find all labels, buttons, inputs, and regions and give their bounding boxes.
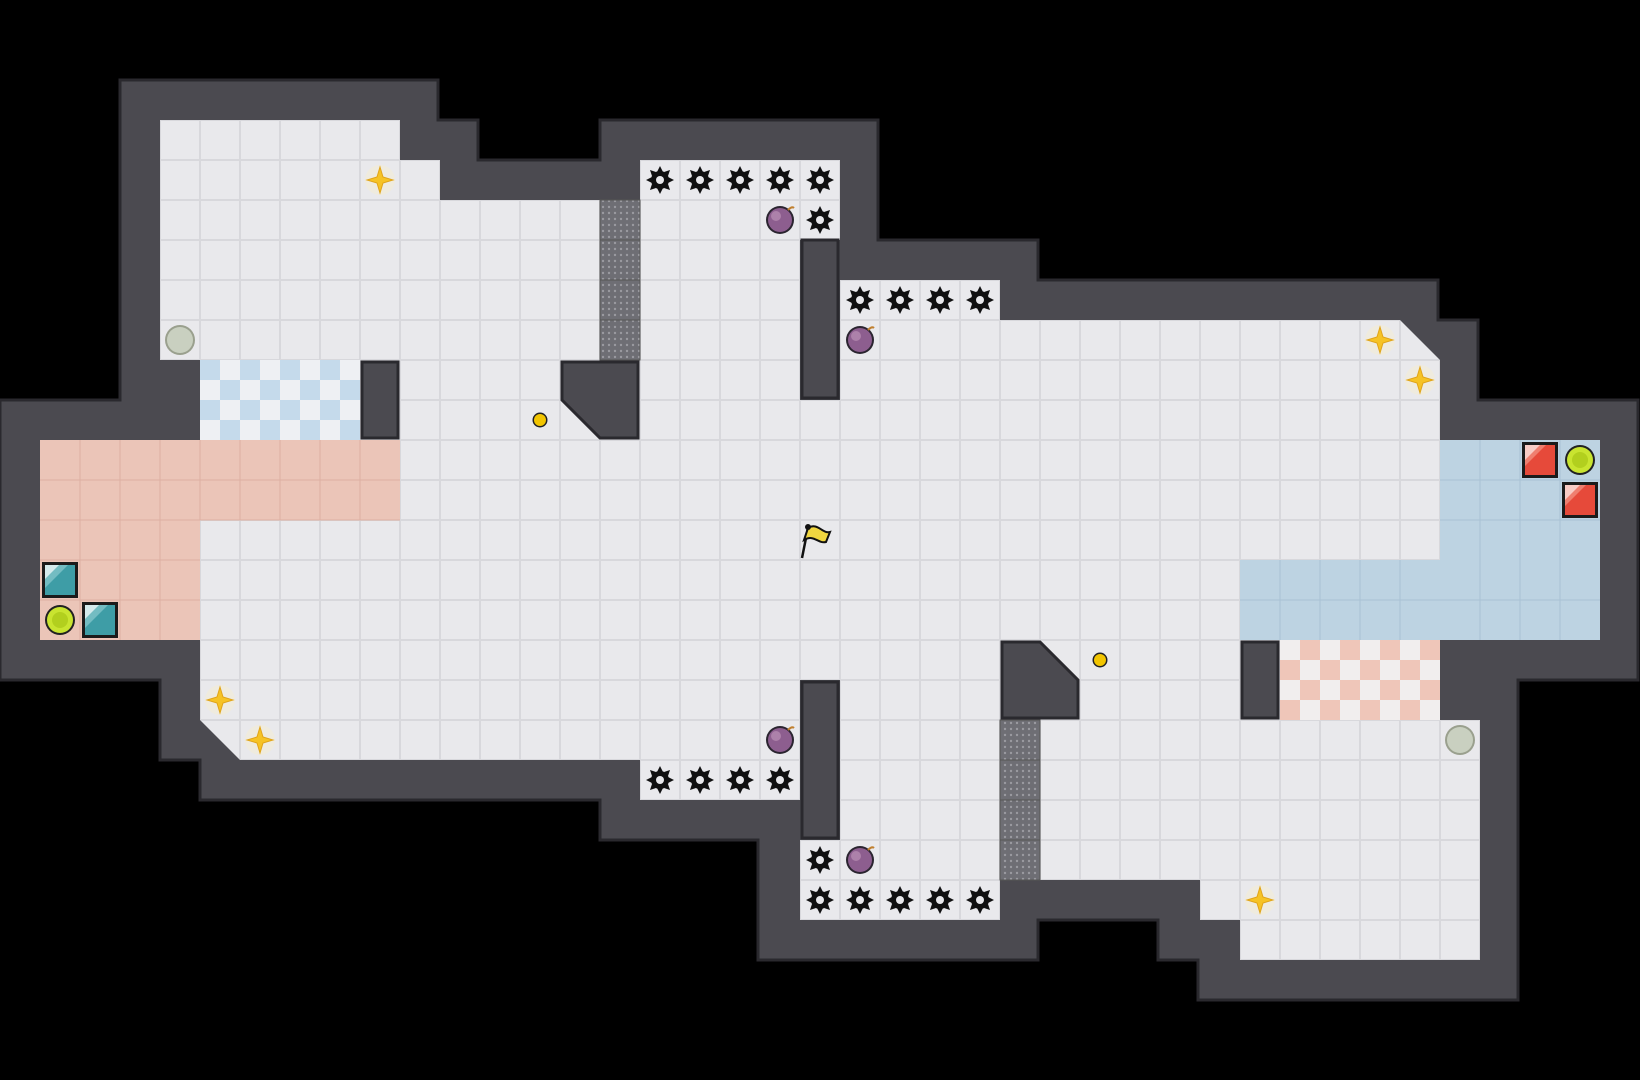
grates	[599, 199, 1041, 881]
flag-icon[interactable]	[800, 524, 832, 559]
red-checker-zone	[1280, 640, 1440, 720]
blue-checker-zone	[200, 360, 360, 440]
inner-walls	[360, 238, 1280, 840]
